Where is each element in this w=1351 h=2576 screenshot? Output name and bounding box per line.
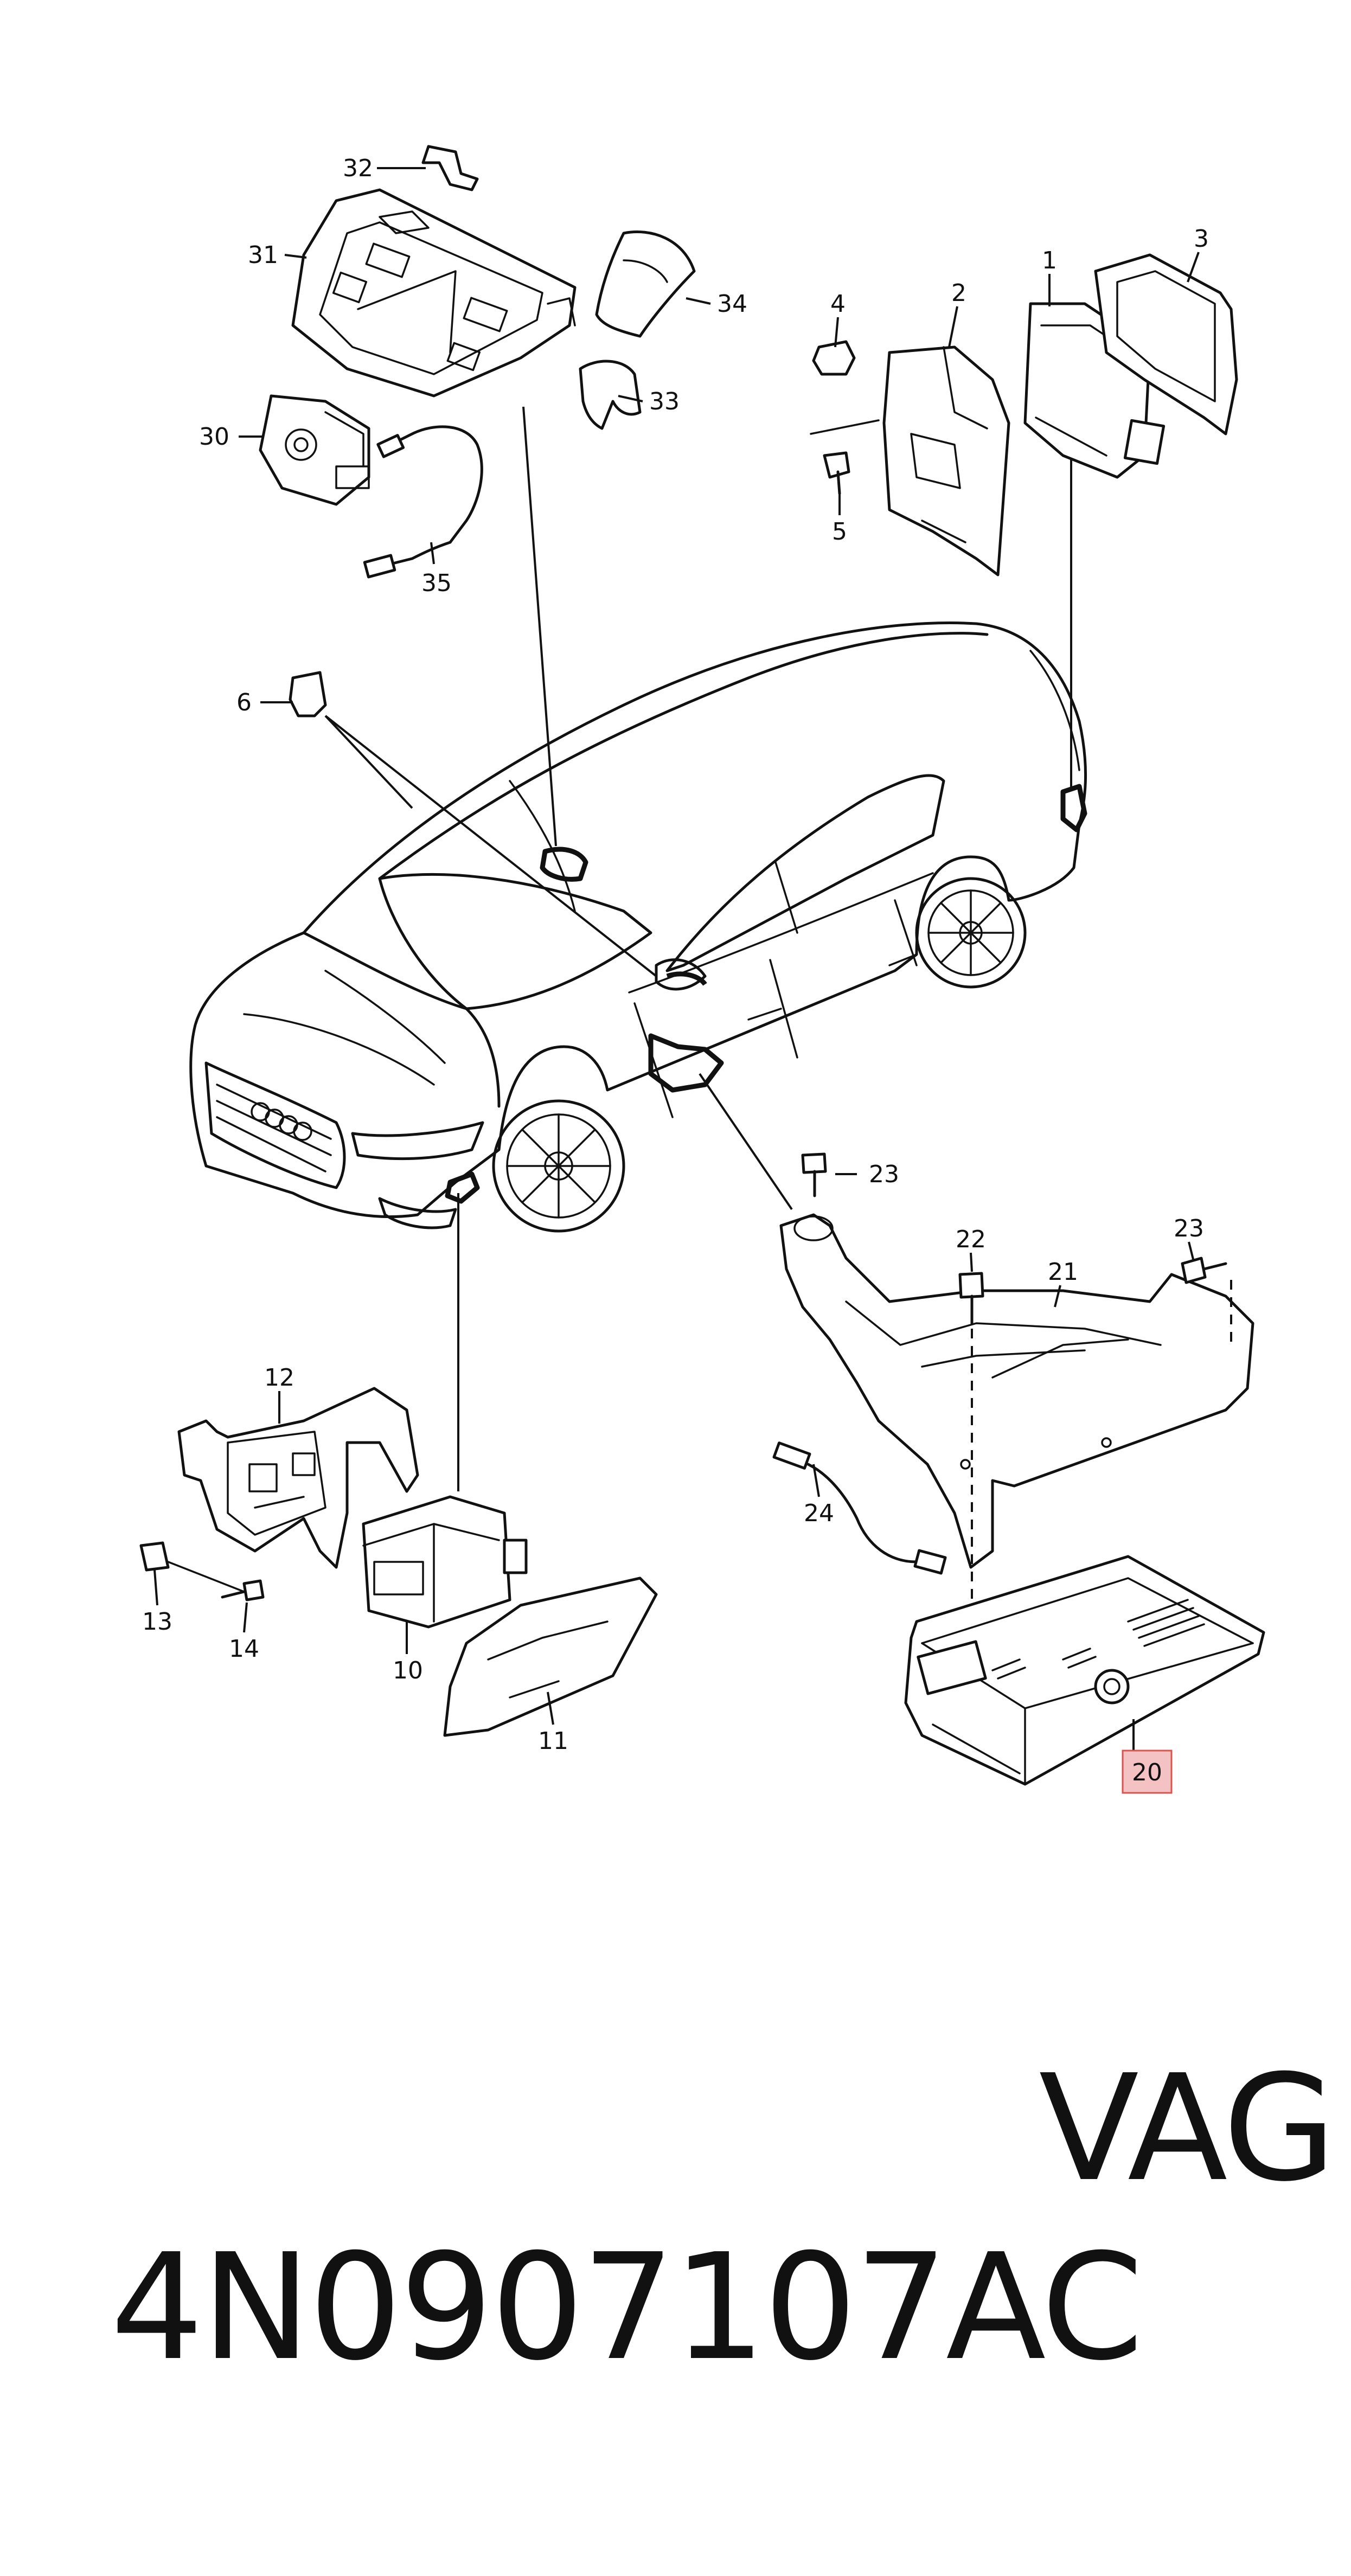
footer-caption: 4N0907107AC VAG: [22, 2039, 1336, 2393]
callout-20: 20: [1132, 1759, 1162, 1786]
callout-12: 12: [264, 1364, 294, 1392]
part-11-cover: [443, 1577, 658, 1737]
callout-10: 10: [393, 1657, 423, 1684]
part-12-bracket: [177, 1387, 419, 1569]
callout-20-highlight: [1122, 1750, 1173, 1794]
part-23-screw: [801, 1152, 827, 1197]
callout-14: 14: [229, 1635, 259, 1663]
callout-3: 3: [1194, 225, 1209, 253]
mount-location-rear: [1060, 784, 1087, 832]
callout-30: 30: [199, 423, 229, 451]
callout-13: 13: [142, 1608, 172, 1636]
car-outline: [189, 621, 1087, 1233]
callout-23-right: 23: [1174, 1215, 1204, 1242]
part-10-module: [362, 1495, 528, 1629]
part-32-clip: [421, 145, 479, 191]
assembly-line: [167, 1561, 245, 1593]
callout-32: 32: [343, 155, 373, 182]
callout-33: 33: [649, 388, 680, 415]
part-3-frame: [1094, 253, 1238, 435]
part-35-cable: [363, 425, 483, 579]
part-31-bracket: [291, 188, 577, 398]
part-22-screw: [958, 1272, 984, 1325]
mount-location-door: [648, 1033, 724, 1093]
callout-leaders: [153, 167, 1200, 1752]
callout-31: 31: [248, 241, 278, 269]
callout-11: 11: [538, 1727, 568, 1755]
part-number: 4N0907107AC: [110, 2222, 1144, 2393]
part-20-control-unit: [904, 1555, 1265, 1786]
part-6-cap: [289, 671, 327, 717]
part-24-cable: [772, 1441, 947, 1575]
callout-34: 34: [717, 290, 747, 318]
callout-23-top: 23: [869, 1161, 899, 1188]
part-21-bracket: [779, 1213, 1254, 1569]
callout-5: 5: [832, 518, 847, 546]
part-2-bracket: [882, 345, 1010, 576]
callout-4: 4: [830, 290, 846, 318]
part-33-trim: [579, 360, 642, 430]
part-14-screw: [221, 1579, 265, 1601]
vendor-name: VAG: [1039, 2043, 1336, 2214]
part-5-screw: [823, 451, 850, 495]
part-4-nut: [812, 340, 856, 376]
assembly-line: [810, 419, 880, 435]
parts-diagram: 1 2 3 4 5 6 10 11 12 13 14 20 21 22 23 2…: [139, 145, 1265, 1794]
part-23b-screw: [1181, 1257, 1227, 1284]
part-13-clip: [139, 1541, 170, 1572]
callout-24: 24: [804, 1500, 834, 1527]
mount-location-roof: [540, 847, 588, 882]
mount-location-front-left: [445, 1171, 480, 1204]
part-30-camera: [259, 394, 370, 506]
callout-2: 2: [951, 279, 966, 307]
callout-22: 22: [956, 1226, 986, 1253]
callout-21: 21: [1048, 1258, 1078, 1286]
callout-35: 35: [421, 569, 452, 597]
callout-6: 6: [236, 689, 252, 716]
part-34-cover: [595, 230, 696, 338]
mount-location-mirror: [666, 971, 707, 986]
callout-1: 1: [1042, 247, 1057, 274]
